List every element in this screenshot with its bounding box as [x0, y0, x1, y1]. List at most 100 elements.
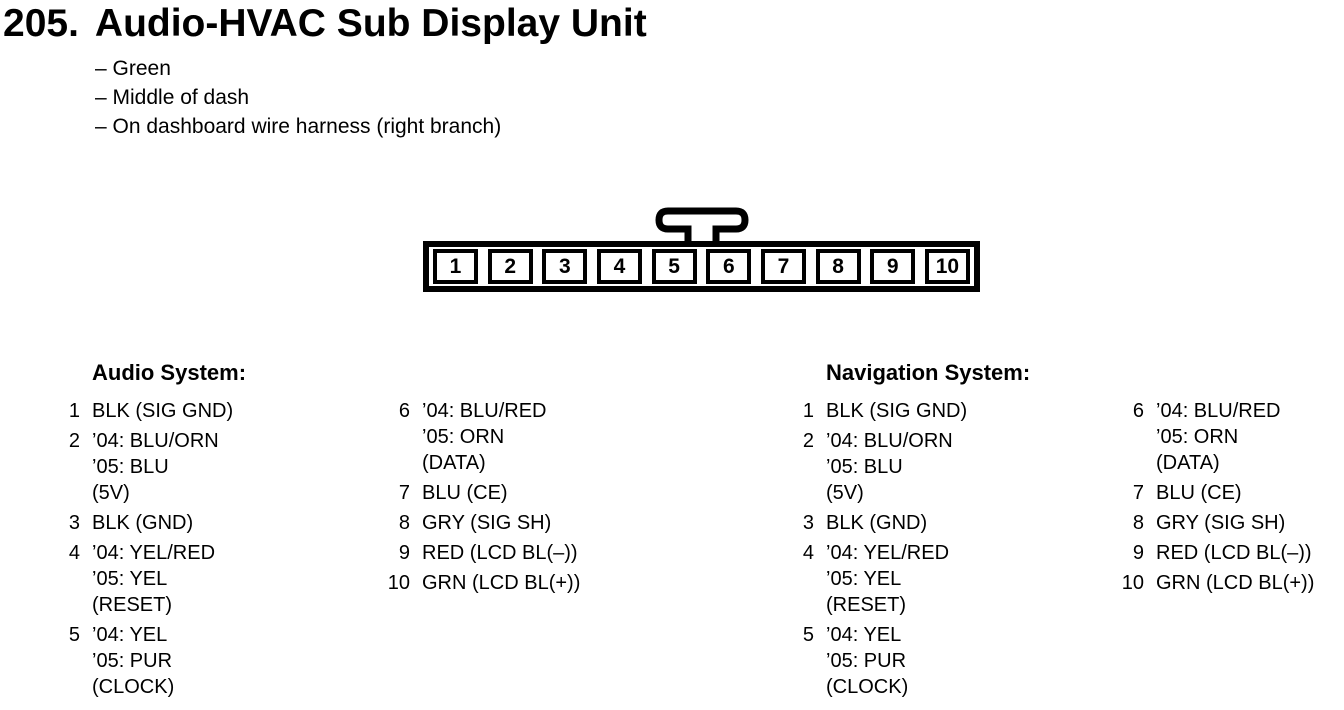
pin-line: ’04: BLU/RED	[1156, 400, 1281, 422]
pin-line: ’05: PUR	[92, 650, 173, 672]
pin-entry: 5’04: YEL’05: PUR(CLOCK)	[56, 622, 386, 700]
pin-number: 10	[1121, 572, 1144, 594]
pin-lines: GRN (LCD BL(+))	[422, 570, 580, 596]
pin-lines: ’04: YEL ’05: PUR (CLOCK)	[92, 622, 174, 700]
pin-entry: 3 BLK (GND)	[56, 510, 386, 536]
pin-line: ’05: BLU	[92, 456, 169, 478]
pin-number: 3	[68, 512, 80, 534]
pin-entry: 1 BLK (SIG GND)	[790, 398, 1120, 424]
pin-lines: ’04: YEL/RED’05: YEL(RESET)	[92, 540, 215, 618]
pin-line: BLK (GND)	[92, 512, 194, 534]
pin-column: 6 ’04: BLU/RED ’05: ORN (DATA) 7 BLU (CE) 8 GRY…	[386, 398, 581, 704]
pin-number: 10	[387, 572, 410, 594]
pin-line: ’05: YEL	[92, 568, 168, 590]
pin-lines: ’04: BLU/ORN’05: BLU(5V)	[92, 428, 219, 506]
connector-pin-4: 4	[596, 249, 642, 284]
pin-lines: GRY (SIG SH)	[422, 510, 551, 536]
connector-pin-7: 7	[760, 249, 806, 284]
pin-line: GRN (LCD BL(+))	[1156, 572, 1315, 594]
pin-lines: GRY (SIG SH)	[1156, 510, 1285, 536]
pin-lines: ’04: YEL’05: PUR(CLOCK)	[826, 622, 908, 700]
pin-line: (CLOCK)	[826, 676, 909, 698]
pin-line: GRY (SIG SH)	[1156, 512, 1286, 534]
pin-entry: 4’04: YEL/RED’05: YEL(RESET)	[790, 540, 1120, 618]
system-heading: Navigation System:	[826, 360, 1031, 385]
page-title: 205. Audio-HVAC Sub Display Unit	[3, 2, 647, 46]
pin-number: 2	[68, 430, 80, 452]
connector-pin-9: 9	[870, 249, 916, 284]
pin-line: BLU (CE)	[422, 482, 508, 504]
pin-line: (DATA)	[422, 452, 486, 474]
pin-lines: BLK (GND)	[826, 510, 927, 536]
system-block-navigation: Navigation System: 1 BLK (SIG GND) 2 ’04: BL…	[790, 360, 1314, 704]
pin-line: GRY (SIG SH)	[422, 512, 552, 534]
pin-entry: 2 ’04: BLU/ORN’05: BLU(5V)	[790, 428, 1120, 506]
section-number: 205.	[3, 2, 79, 45]
pin-lines: RED (LCD BL(–))	[422, 540, 578, 566]
system-heading: Audio System:	[92, 360, 247, 385]
connector-pin-8: 8	[815, 249, 861, 284]
note-item: – Middle of dash	[95, 86, 250, 109]
pin-line: ’04: YEL/RED	[92, 542, 216, 564]
pin-line: RED (LCD BL(–))	[422, 542, 578, 564]
pin-entry: 2’04: BLU/ORN’05: BLU(5V)	[56, 428, 386, 506]
pin-entry: 3 BLK (GND)	[790, 510, 1120, 536]
pin-line: BLK (SIG GND)	[92, 400, 234, 422]
pin-number: 4	[68, 542, 80, 564]
pin-columns: 1 BLK (SIG GND) 2 ’04: BLU/ORN’05: BLU(5V) 3…	[790, 398, 1314, 704]
connector-pin-5: 5	[651, 249, 697, 284]
pin-entry: 10 GRN (LCD BL(+))	[1120, 570, 1315, 596]
pin-line: (RESET)	[826, 594, 906, 616]
note-item: – On dashboard wire harness (right branc…	[95, 115, 502, 138]
pin-number: 2	[802, 430, 814, 452]
pin-entry: 5’04: YEL’05: PUR(CLOCK)	[790, 622, 1120, 700]
pin-lines: BLK (GND)	[92, 510, 193, 536]
pin-number: 3	[802, 512, 814, 534]
pin-lines: ’04: BLU/ORN’05: BLU(5V)	[826, 428, 953, 506]
pin-entry: 7 BLU (CE)	[386, 480, 580, 506]
pin-line: ’04: BLU/ORN	[826, 430, 953, 452]
pin-number: 6	[398, 400, 410, 422]
pin-number: 1	[802, 400, 814, 422]
pin-lines: BLK (SIG GND)	[92, 398, 233, 424]
pin-number: 8	[1132, 512, 1144, 534]
connector-pin-1: 1	[433, 249, 478, 284]
pin-entry: 8 GRY (SIG SH)	[386, 510, 580, 536]
pin-line: ’04: YEL	[826, 624, 902, 646]
connector-notes: – Green– Middle of dash– On dashboard wi…	[95, 54, 501, 141]
pin-number: 9	[1132, 542, 1144, 564]
pin-line: ’04: YEL	[92, 624, 168, 646]
pin-line: (DATA)	[1156, 452, 1220, 474]
pin-entry: 10 GRN (LCD BL(+))	[386, 570, 581, 596]
connector-pin-3: 3	[542, 249, 588, 284]
pin-entry: 6 ’04: BLU/RED’05: ORN(DATA)	[1120, 398, 1314, 476]
pin-line: BLK (GND)	[826, 512, 928, 534]
pin-number: 7	[398, 482, 410, 504]
pin-line: (CLOCK)	[92, 676, 175, 698]
section-title: Audio-HVAC Sub Display Unit	[94, 2, 647, 45]
pin-lines: BLK (SIG GND)	[826, 398, 967, 424]
pin-line: GRN (LCD BL(+))	[422, 572, 581, 594]
pin-number: 6	[1132, 400, 1144, 422]
pin-entry: 9 RED (LCD BL(–))	[1120, 540, 1314, 566]
connector-key-tab-icon	[654, 207, 749, 241]
pin-line: ’05: ORN	[422, 426, 505, 448]
pin-number: 8	[398, 512, 410, 534]
pin-lines: ’04: BLU/RED’05: ORN(DATA)	[1156, 398, 1281, 476]
pin-entry: 4’04: YEL/RED’05: YEL(RESET)	[56, 540, 386, 618]
pin-number: 4	[802, 542, 814, 564]
pin-line: RED (LCD BL(–))	[1156, 542, 1312, 564]
pin-entry: 6 ’04: BLU/RED ’05: ORN (DATA)	[386, 398, 580, 476]
pin-lines: GRN (LCD BL(+))	[1156, 570, 1314, 596]
pin-line: ’05: YEL	[826, 568, 902, 590]
pin-line: ’04: BLU/RED	[422, 400, 547, 422]
pin-entry: 8 GRY (SIG SH)	[1120, 510, 1314, 536]
pin-line: ’04: BLU/ORN	[92, 430, 219, 452]
pin-number: 9	[398, 542, 410, 564]
